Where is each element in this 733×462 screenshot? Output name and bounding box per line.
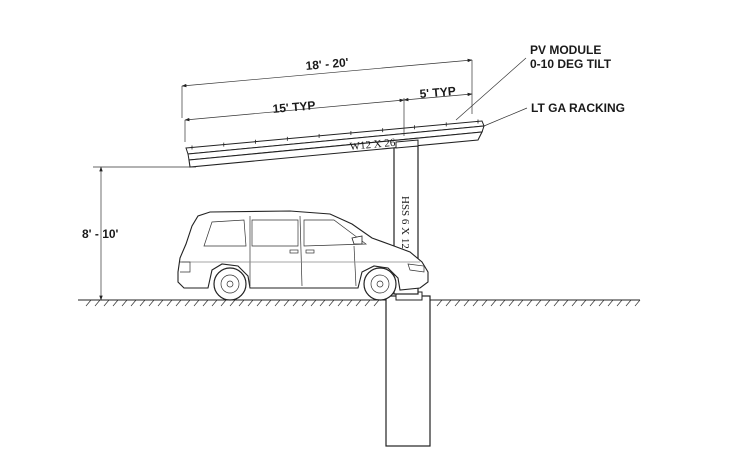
foundation-pier (385, 291, 431, 447)
dimension-total-label: 18' - 20' (305, 55, 349, 73)
minivan (177, 210, 429, 301)
racking-label: LT GA RACKING (531, 101, 625, 115)
dimension-clearance (93, 166, 196, 301)
beam-member-label: W12 X 26 (349, 137, 396, 153)
dimension-typ-front-label: 5' TYP (419, 84, 456, 101)
canopy-assembly (185, 119, 485, 168)
dimension-clearance-label: 8' - 10' (82, 227, 119, 241)
ground-line (78, 299, 641, 307)
pv-module-label: PV MODULE (530, 43, 601, 57)
leader-pv-module (455, 57, 527, 121)
dimension-typical (184, 92, 473, 142)
leader-racking (483, 107, 528, 127)
dimension-typ-back-label: 15' TYP (272, 98, 316, 116)
dimension-total (181, 58, 473, 118)
pv-module-tilt-label: 0-10 DEG TILT (530, 57, 612, 71)
column-member-label: HSS 6 X 12 (399, 196, 411, 249)
